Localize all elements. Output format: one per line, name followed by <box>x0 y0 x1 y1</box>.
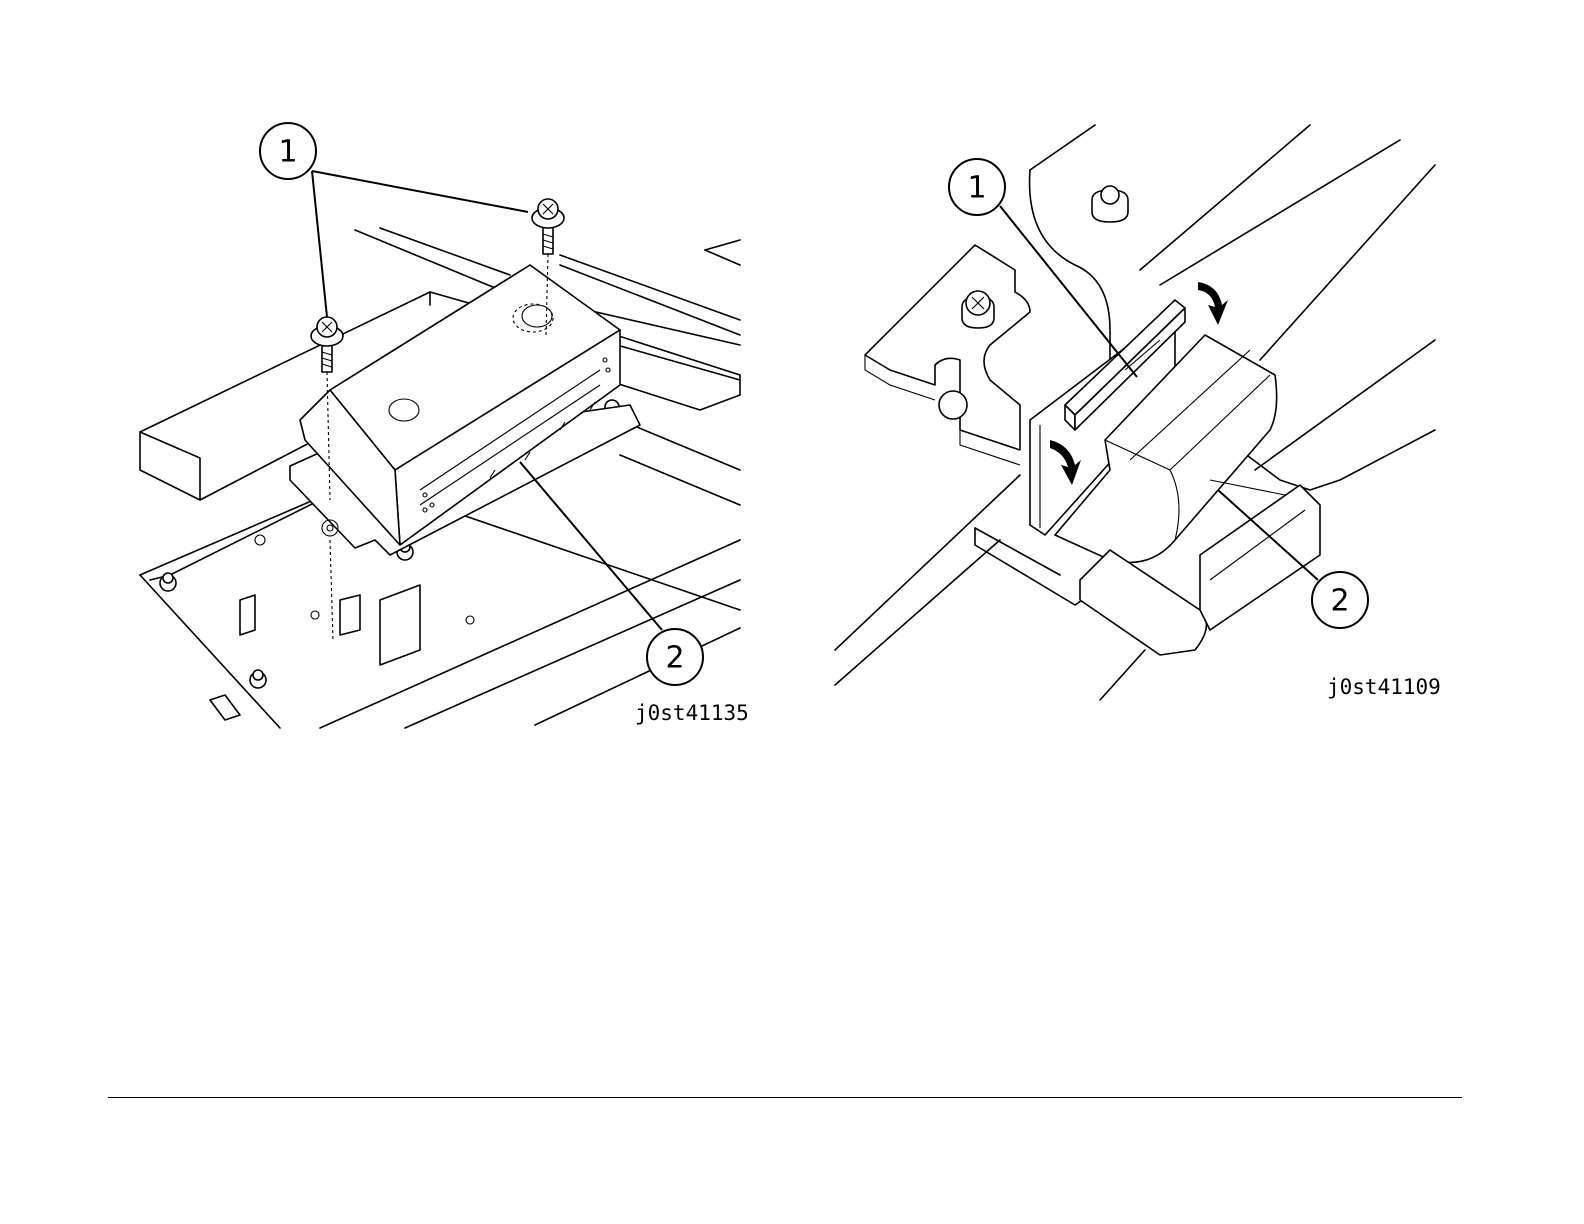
left-callout-1: 1 <box>260 123 528 317</box>
right-figure: 1 2 <box>835 125 1435 700</box>
left-figure-id: j0st41135 <box>635 701 749 725</box>
right-callout-2-label: 2 <box>1330 584 1349 619</box>
right-figure-id: j0st41109 <box>1327 675 1441 699</box>
left-callout-1-label: 1 <box>278 135 297 170</box>
left-figure: 1 2 <box>140 123 740 728</box>
right-callout-1-label: 1 <box>967 171 986 206</box>
left-callout-2-label: 2 <box>665 641 684 676</box>
left-callout-2: 2 <box>520 462 703 685</box>
rotate-arrow-top <box>1198 282 1228 325</box>
footer-rule <box>108 1097 1462 1098</box>
